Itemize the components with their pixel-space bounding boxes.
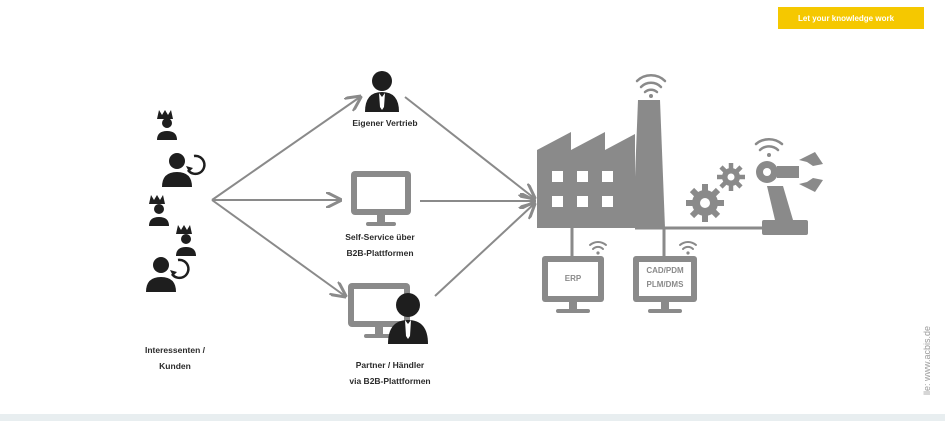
cad-label: CAD/PDM PLM/DMS — [639, 264, 691, 292]
arrow-vertrieb-to-factory — [404, 96, 534, 198]
interessenten-line1: Interessenten / — [145, 345, 205, 355]
erp-text: ERP — [564, 274, 582, 283]
eigener-vertrieb-label: Eigener Vertrieb — [330, 115, 440, 131]
arrow-to-vertrieb — [211, 97, 360, 201]
eigener-vertrieb-text: Eigener Vertrieb — [352, 118, 418, 128]
arrow-partner-to-factory — [434, 204, 534, 297]
king-piece-icon — [149, 195, 169, 226]
partner-label: Partner / Händler via B2B-Plattformen — [320, 357, 460, 389]
self-service-line1: Self-Service über — [345, 232, 415, 242]
partner-monitor-icon — [348, 283, 410, 338]
partner-person-icon — [388, 293, 428, 344]
wifi-icon — [679, 241, 697, 255]
wifi-icon — [589, 241, 607, 255]
cad-line2: PLM/DMS — [646, 280, 684, 289]
badge-text: Let your knowledge work — [798, 13, 895, 23]
king-piece-icon — [157, 110, 177, 140]
wifi-icon — [754, 137, 784, 157]
erp-label: ERP — [548, 271, 598, 287]
user-refresh-icon — [162, 153, 206, 187]
salesperson-icon — [365, 71, 399, 112]
brand-badge: Let your knowledge work — [778, 7, 924, 29]
factory-icon — [537, 100, 665, 228]
robot-arm-icon — [756, 152, 823, 235]
customers-group-icon — [146, 110, 206, 292]
cad-line1: CAD/PDM — [646, 266, 684, 275]
partner-line2: via B2B-Plattformen — [349, 376, 431, 386]
gear-icon — [686, 184, 724, 222]
king-piece-icon — [176, 225, 196, 256]
partner-line1: Partner / Händler — [355, 360, 425, 370]
self-service-line2: B2B-Plattformen — [346, 248, 414, 258]
wifi-icon — [635, 74, 667, 98]
user-refresh-icon — [146, 257, 190, 292]
source-credit: lle: www.acbis.de — [922, 325, 932, 395]
arrow-to-partner — [211, 199, 345, 296]
interessenten-line2: Kunden — [159, 361, 191, 371]
erp-monitor-icon — [542, 256, 604, 313]
interessenten-label: Interessenten / Kunden — [120, 342, 230, 374]
gear-icon — [717, 163, 745, 191]
bottom-strip — [0, 414, 945, 421]
monitor-icon — [351, 171, 411, 226]
cad-monitor-icon — [633, 256, 697, 313]
self-service-label: Self-Service über B2B-Plattformen — [320, 229, 440, 261]
